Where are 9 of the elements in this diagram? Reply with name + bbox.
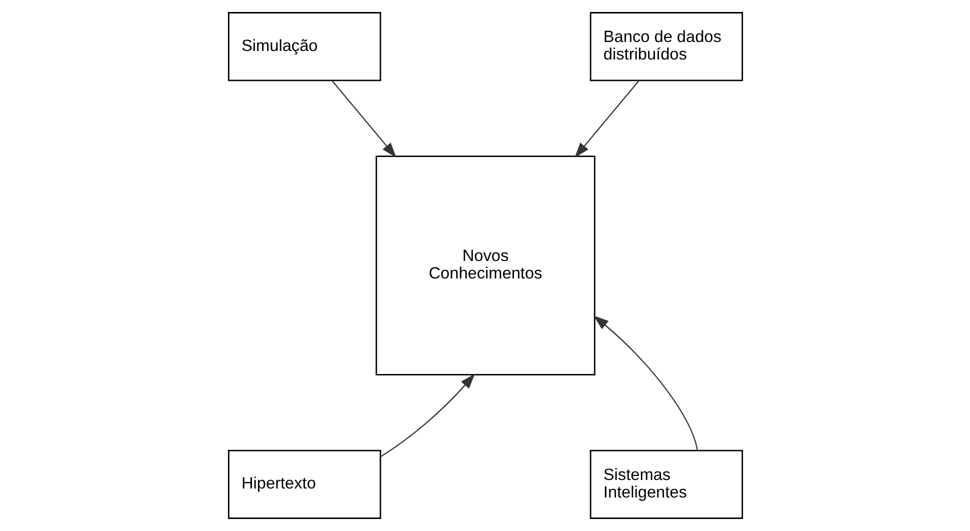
arrow [380, 374, 474, 458]
node-box: Hipertexto [227, 450, 381, 519]
node-box: Banco de dados distribuídos [589, 12, 743, 82]
node-box: Novos Conhecimentos [375, 156, 595, 376]
arrow [592, 316, 698, 450]
node-box: Sistemas Inteligentes [589, 450, 743, 519]
arrow [574, 80, 639, 158]
arrow [331, 80, 396, 158]
node-box: Simulação [227, 12, 381, 82]
